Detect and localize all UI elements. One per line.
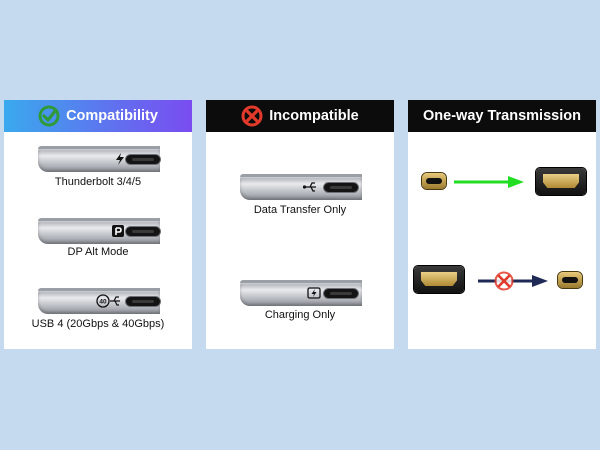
usb-c-port — [126, 297, 160, 306]
displayport-icon — [112, 225, 124, 237]
compatibility-item-label: Thunderbolt 3/4/5 — [54, 176, 142, 188]
laptop-data-port — [240, 174, 362, 200]
laptop-dp-port — [38, 218, 160, 244]
usb-c-connector-icon — [422, 173, 446, 189]
compatibility-header: Compatibility — [4, 100, 192, 132]
hdmi-connector-icon — [414, 266, 464, 293]
incompatible-title: Incompatible — [269, 108, 359, 124]
usb4-40-label: 40 — [99, 299, 107, 306]
usb-c-port — [126, 155, 160, 164]
laptop-usb4-port: 40 — [38, 288, 160, 314]
blocked-arrow-icon — [478, 271, 548, 291]
usb4-40-icon: 40 — [96, 294, 120, 308]
transmission-title: One-way Transmission — [423, 108, 581, 124]
transmission-header: One-way Transmission — [408, 100, 596, 132]
usb-c-port — [324, 289, 358, 298]
x-circle-icon — [241, 105, 263, 127]
incompatible-panel: Incompatible Data Transfer Only Charging… — [206, 100, 394, 349]
incompatible-item-label: Data Transfer Only — [253, 204, 347, 216]
usb-data-icon — [302, 182, 316, 192]
green-arrow-icon — [454, 176, 524, 188]
laptop-thunderbolt-port — [38, 146, 160, 172]
incompatible-header: Incompatible — [206, 100, 394, 132]
usb-c-port — [126, 227, 160, 236]
hdmi-connector-icon — [536, 168, 586, 195]
compatibility-item-label: USB 4 (20Gbps & 40Gbps) — [31, 318, 165, 330]
compatibility-panel: Compatibility Thunderbolt 3/4/5 DP Alt M… — [4, 100, 192, 349]
compatibility-item-label: DP Alt Mode — [67, 246, 129, 258]
check-circle-icon — [38, 105, 60, 127]
transmission-panel: One-way Transmission — [408, 100, 596, 349]
usb-c-connector-icon — [558, 272, 582, 288]
thunderbolt-icon — [116, 153, 124, 165]
incompatible-item-label: Charging Only — [264, 309, 336, 321]
usb-c-port — [324, 183, 358, 192]
laptop-charging-port — [240, 280, 362, 306]
compatibility-title: Compatibility — [66, 108, 158, 124]
charging-icon — [307, 287, 321, 299]
